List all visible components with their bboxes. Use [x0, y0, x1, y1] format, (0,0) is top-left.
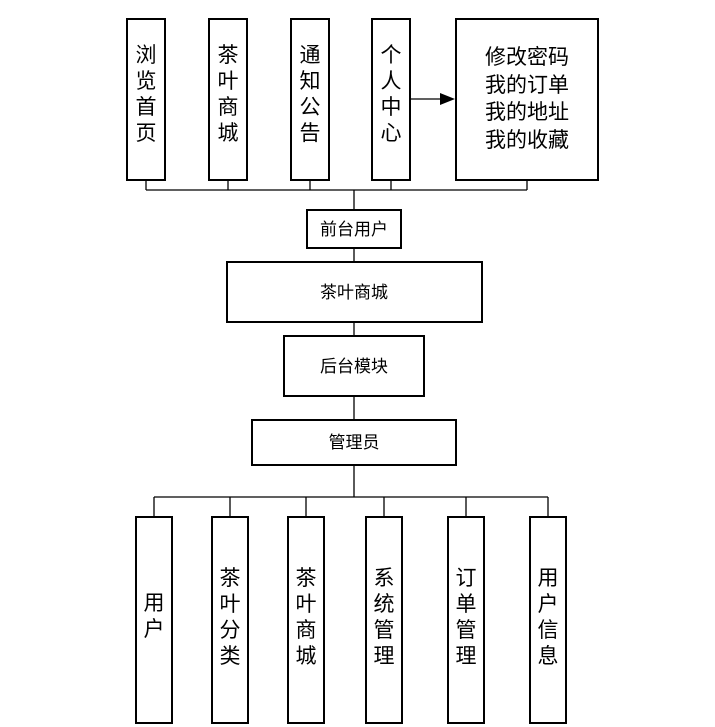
module-label: 浏览首页	[136, 43, 157, 145]
bottom-connectors	[153, 496, 549, 517]
frontend-module-tea-mall: 茶叶商城	[208, 18, 248, 181]
admin-module-user: 用户	[135, 516, 173, 724]
module-label: 茶叶商城	[296, 566, 317, 668]
module-label: 个人中心	[381, 43, 402, 145]
admin-module-tea-mall: 茶叶商城	[287, 516, 325, 724]
frontend-user-box: 前台用户	[306, 209, 402, 249]
backend-label: 后台模块	[320, 357, 388, 377]
personal-item-my-orders: 我的订单	[485, 73, 569, 97]
module-label: 订单管理	[456, 566, 477, 668]
admin-module-system-management: 系统管理	[365, 516, 403, 724]
module-label: 茶叶商城	[218, 43, 239, 145]
module-label: 用户信息	[538, 566, 559, 668]
personal-item-my-address: 我的地址	[485, 100, 569, 124]
personal-item-my-favorites: 我的收藏	[485, 128, 569, 152]
frontend-user-label: 前台用户	[320, 220, 388, 240]
system-box: 茶叶商城	[226, 261, 483, 323]
frontend-module-personal-center: 个人中心	[371, 18, 411, 181]
admin-module-order-management: 订单管理	[447, 516, 485, 724]
frontend-module-browse-home: 浏览首页	[126, 18, 166, 181]
personal-item-change-password: 修改密码	[485, 45, 569, 69]
admin-module-user-info: 用户信息	[529, 516, 567, 724]
admin-label: 管理员	[329, 433, 380, 453]
top-connectors	[145, 180, 528, 497]
module-label: 用户	[144, 591, 165, 641]
module-label: 系统管理	[374, 566, 395, 668]
admin-module-tea-category: 茶叶分类	[211, 516, 249, 724]
arrow-connector	[411, 93, 455, 105]
module-label: 茶叶分类	[220, 566, 241, 668]
admin-box: 管理员	[251, 419, 457, 466]
module-label: 通知公告	[300, 43, 321, 145]
personal-center-items-box: 修改密码 我的订单 我的地址 我的收藏	[455, 18, 599, 181]
frontend-module-notice: 通知公告	[290, 18, 330, 181]
system-label: 茶叶商城	[320, 283, 388, 303]
backend-box: 后台模块	[283, 335, 425, 397]
